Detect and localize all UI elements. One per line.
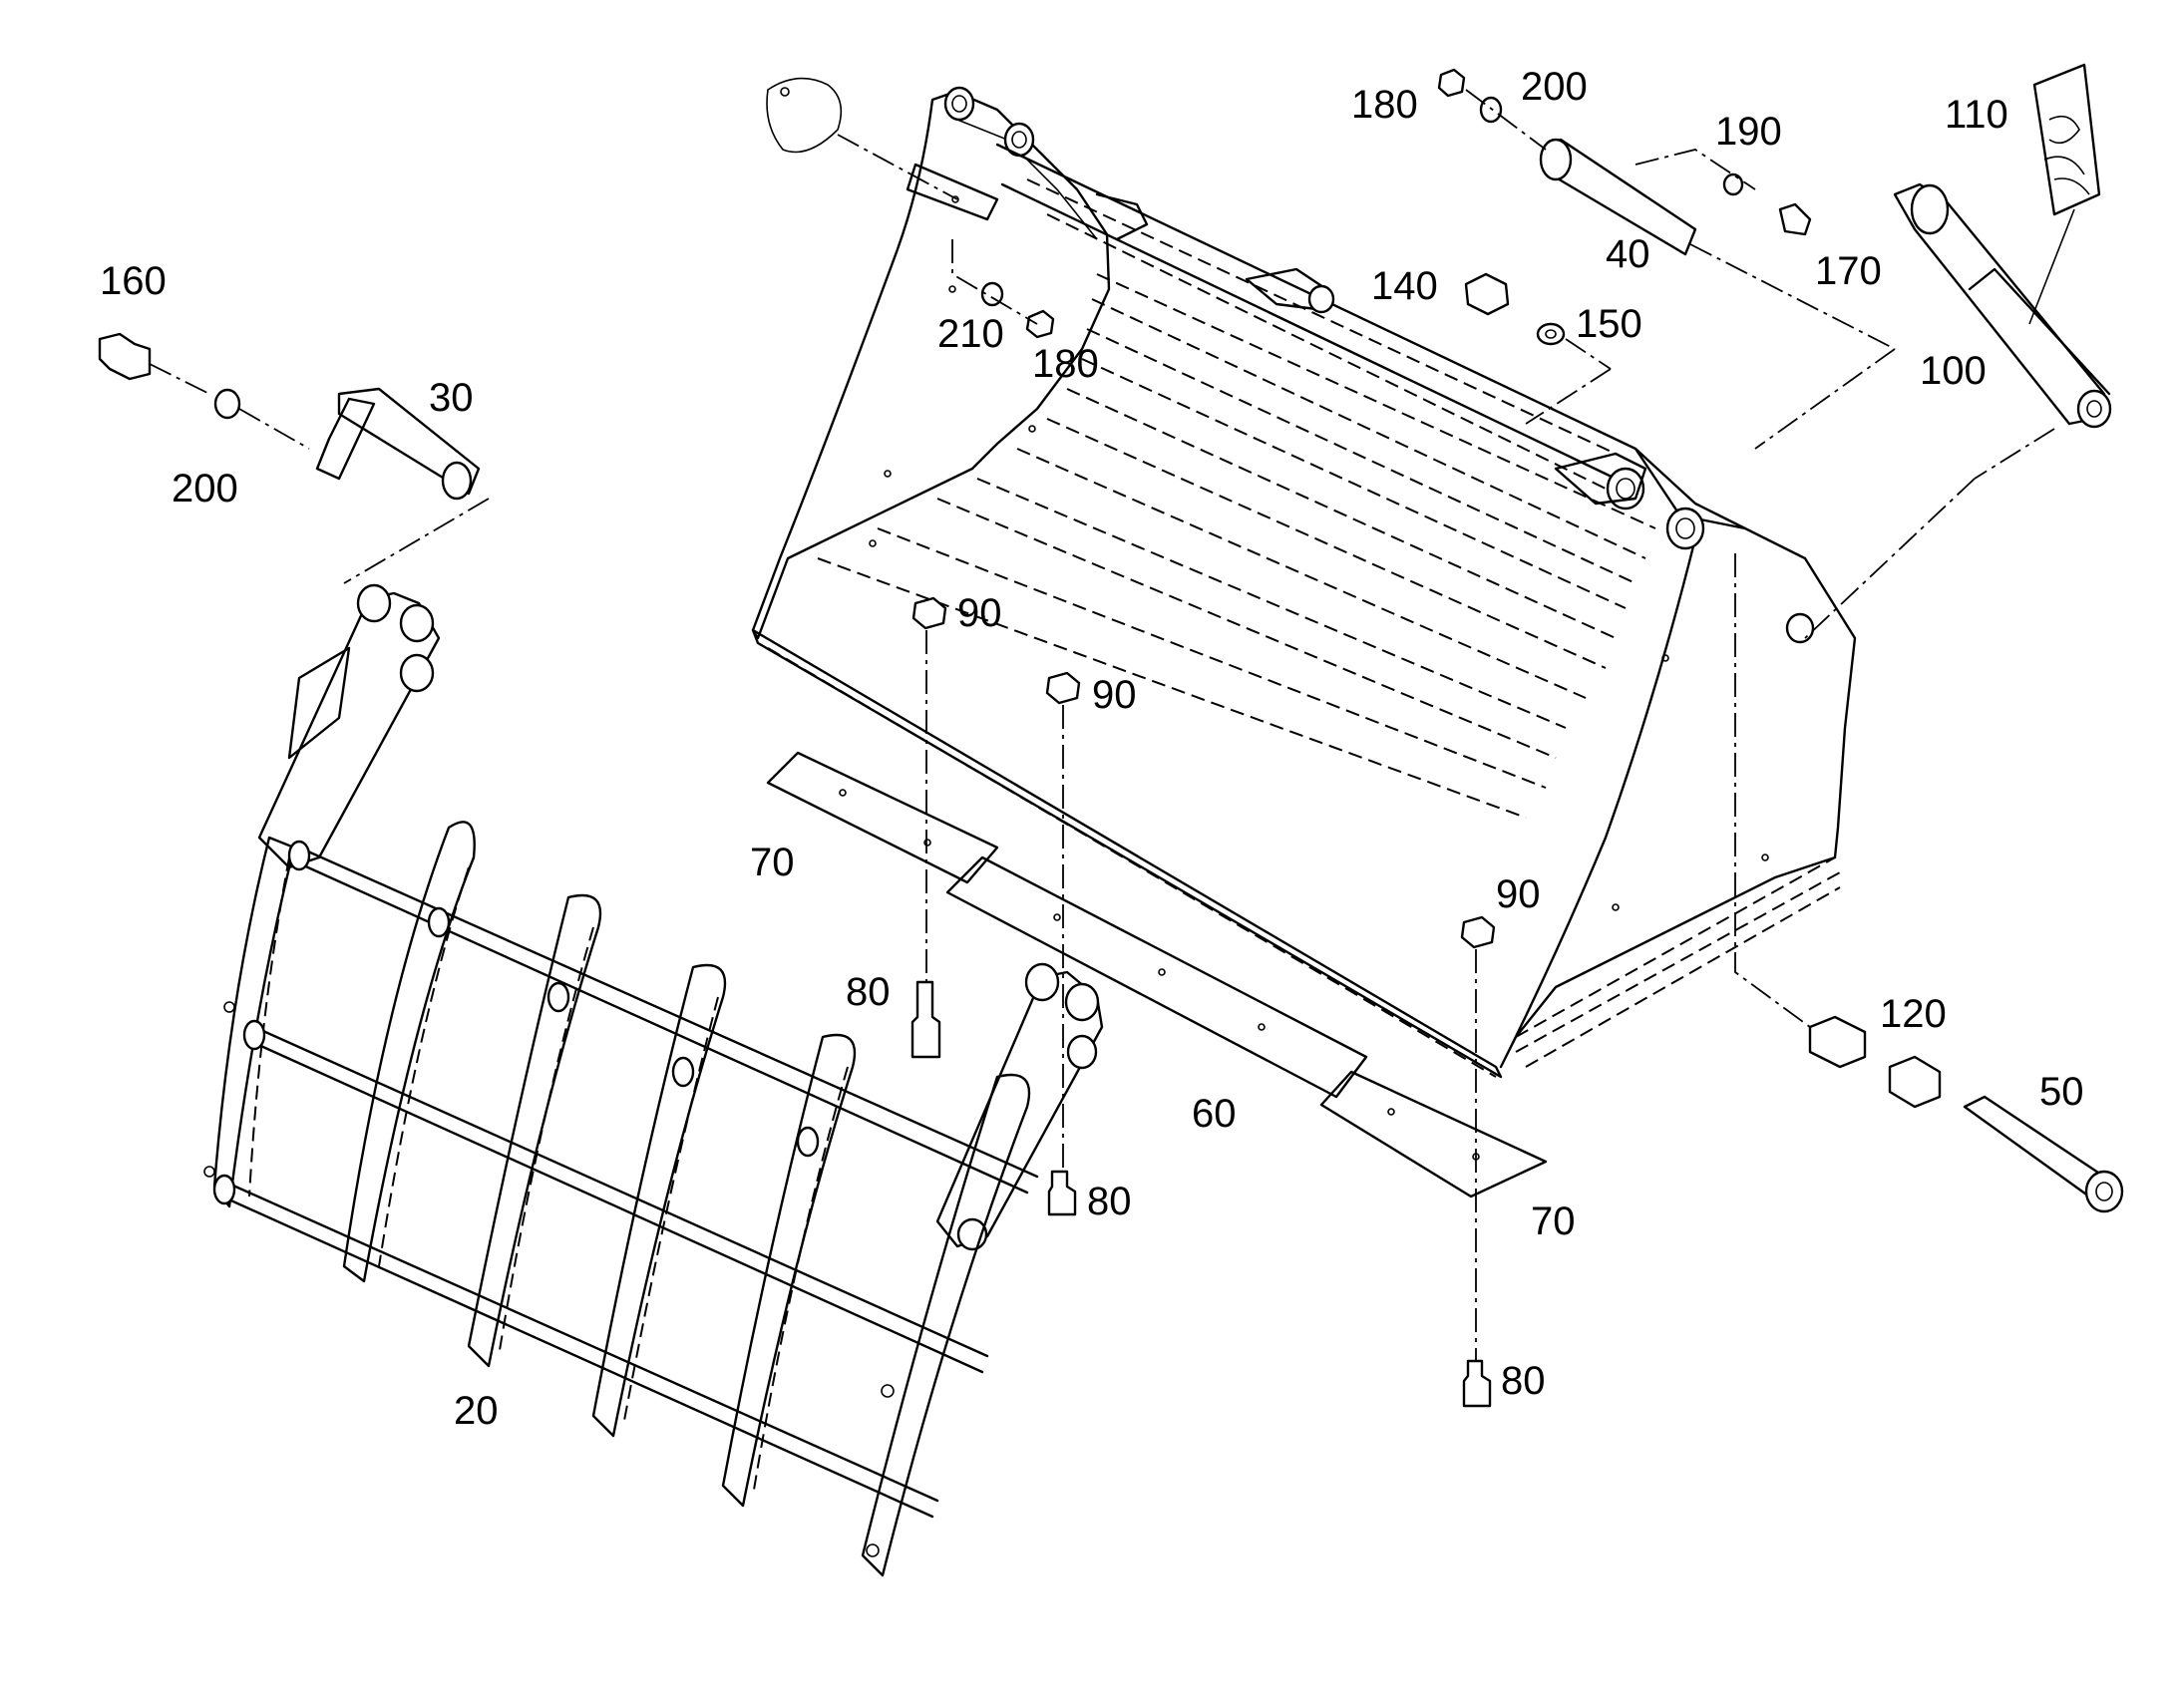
pin-40-assembly xyxy=(1437,68,1896,450)
callout-110: 110 xyxy=(1945,93,2008,137)
callout-190: 190 xyxy=(1715,110,1782,154)
kit-110-bag xyxy=(2028,63,2101,325)
callout-70-left: 70 xyxy=(750,841,795,884)
callout-70-right: 70 xyxy=(1531,1199,1576,1243)
callout-80-a: 80 xyxy=(846,970,891,1014)
callout-90-a: 90 xyxy=(957,591,1002,635)
callout-120: 120 xyxy=(1880,992,1947,1036)
callout-160: 160 xyxy=(100,259,167,303)
callout-140: 140 xyxy=(1371,264,1438,308)
callout-180-mid: 180 xyxy=(1032,342,1099,386)
callout-200-left: 200 xyxy=(172,467,238,511)
washer-210-nut-180 xyxy=(951,239,1055,339)
callout-210: 210 xyxy=(937,312,1004,356)
callout-20: 20 xyxy=(454,1389,499,1433)
pin-30-assembly xyxy=(98,332,490,584)
callout-90-c: 90 xyxy=(1496,872,1541,916)
bucket-body xyxy=(751,86,1857,1079)
bucket-ball-marker xyxy=(766,77,999,221)
callout-60: 60 xyxy=(1192,1092,1237,1136)
callout-80-b: 80 xyxy=(1087,1180,1132,1223)
cutting-edge-parts xyxy=(766,596,1548,1408)
callout-100: 100 xyxy=(1920,349,1987,393)
callout-80-c: 80 xyxy=(1501,1359,1546,1403)
callout-50: 50 xyxy=(2039,1070,2084,1114)
callout-170: 170 xyxy=(1815,249,1882,293)
callout-90-b: 90 xyxy=(1092,673,1137,717)
callout-150: 150 xyxy=(1576,302,1642,346)
callout-200-top: 200 xyxy=(1521,65,1588,109)
callout-40: 40 xyxy=(1606,232,1650,276)
grapple-tines xyxy=(203,583,1104,1577)
pin-50-bushing-120 xyxy=(1734,553,2124,1213)
nut-140-washer-150 xyxy=(1464,272,1612,425)
callout-30: 30 xyxy=(429,376,474,420)
callout-180-top: 180 xyxy=(1351,83,1418,127)
cylinder-100 xyxy=(1804,182,2112,639)
callout-labels: 180 200 190 110 160 30 200 210 180 140 1… xyxy=(100,65,2084,1433)
